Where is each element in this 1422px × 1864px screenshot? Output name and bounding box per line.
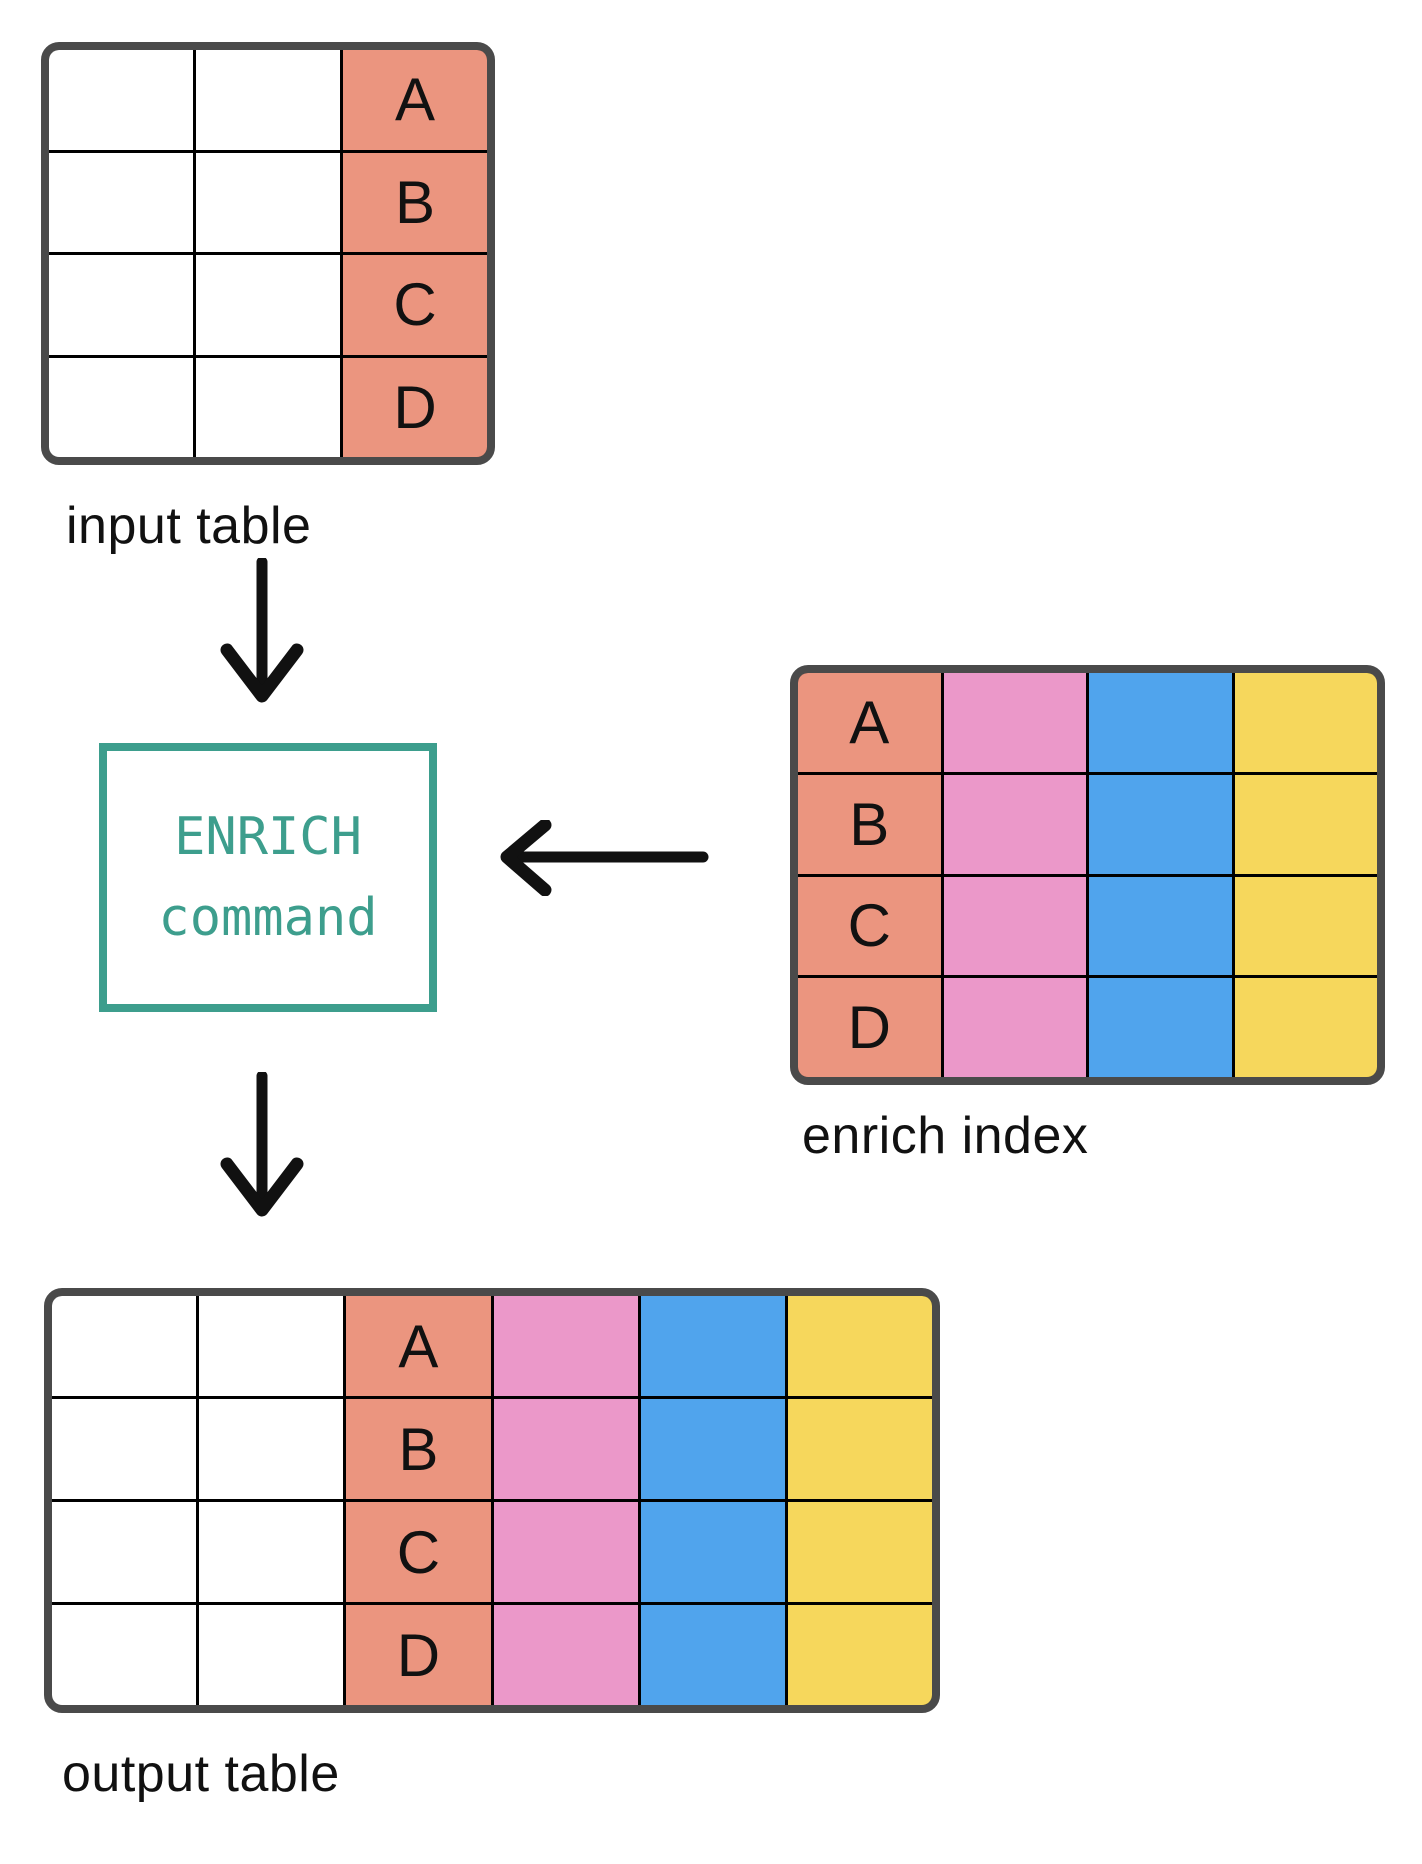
table-cell: C xyxy=(798,876,941,976)
table-cell xyxy=(1234,673,1377,772)
enrich-index-label: enrich index xyxy=(802,1107,1089,1165)
table-cell xyxy=(196,255,340,355)
enrich-command-line1: ENRICH xyxy=(174,807,362,868)
table-cell xyxy=(196,152,340,252)
table-cell xyxy=(787,1296,932,1396)
table-cell xyxy=(196,50,340,150)
cell-letter: A xyxy=(849,688,890,756)
down-arrow-icon xyxy=(220,558,304,703)
table-cell xyxy=(640,1399,785,1499)
table-cell: B xyxy=(346,1399,491,1499)
output-table-label: output table xyxy=(62,1745,340,1803)
table-cell xyxy=(52,1605,197,1705)
table-cell xyxy=(493,1399,638,1499)
enrich-command-box: ENRICH command xyxy=(99,743,437,1012)
table-cell xyxy=(943,673,1086,772)
table-cell xyxy=(1234,774,1377,874)
table-cell xyxy=(49,357,193,457)
left-arrow-icon xyxy=(500,820,709,896)
table-cell xyxy=(1089,774,1232,874)
table-cell xyxy=(199,1399,344,1499)
table-cell xyxy=(640,1502,785,1602)
table-cell xyxy=(49,50,193,150)
table-cell xyxy=(787,1605,932,1705)
table-cell xyxy=(199,1605,344,1705)
table-cell: D xyxy=(343,357,487,457)
table-cell xyxy=(1089,876,1232,976)
table-cell xyxy=(49,255,193,355)
table-cell xyxy=(1234,876,1377,976)
table-cell xyxy=(943,774,1086,874)
table-cell: C xyxy=(346,1502,491,1602)
table-cell: A xyxy=(346,1296,491,1396)
table-cell xyxy=(787,1502,932,1602)
table-cell xyxy=(1089,978,1232,1077)
cell-letter: D xyxy=(393,373,437,441)
table-cell xyxy=(199,1296,344,1396)
table-cell: A xyxy=(798,673,941,772)
cell-letter: C xyxy=(396,1518,441,1586)
cell-letter: B xyxy=(394,168,436,236)
table-cell xyxy=(1089,673,1232,772)
table-cell xyxy=(1234,978,1377,1077)
cell-letter: B xyxy=(398,1415,439,1483)
table-cell xyxy=(787,1399,932,1499)
down-arrow-icon xyxy=(220,1072,304,1217)
table-cell xyxy=(52,1296,197,1396)
cell-letter: A xyxy=(398,1312,439,1380)
cell-letter: D xyxy=(396,1621,441,1689)
cell-letter: C xyxy=(393,271,437,339)
table-cell xyxy=(52,1502,197,1602)
table-cell xyxy=(493,1296,638,1396)
cell-letter: C xyxy=(847,892,891,960)
table-cell: D xyxy=(798,978,941,1077)
table-cell xyxy=(196,357,340,457)
table-cell xyxy=(199,1502,344,1602)
table-cell: B xyxy=(798,774,941,874)
table-cell: C xyxy=(343,255,487,355)
table-cell xyxy=(943,978,1086,1077)
cell-letter: D xyxy=(847,994,891,1062)
input-table-label: input table xyxy=(66,497,312,555)
table-cell: D xyxy=(346,1605,491,1705)
cell-letter: B xyxy=(849,790,890,858)
enrich-command-line2: command xyxy=(158,887,378,948)
table-cell xyxy=(493,1502,638,1602)
table-cell xyxy=(52,1399,197,1499)
table-cell xyxy=(640,1296,785,1396)
table-cell xyxy=(943,876,1086,976)
table-cell xyxy=(493,1605,638,1705)
table-cell xyxy=(640,1605,785,1705)
table-cell: B xyxy=(343,152,487,252)
cell-letter: A xyxy=(394,66,436,134)
table-cell: A xyxy=(343,50,487,150)
table-cell xyxy=(49,152,193,252)
